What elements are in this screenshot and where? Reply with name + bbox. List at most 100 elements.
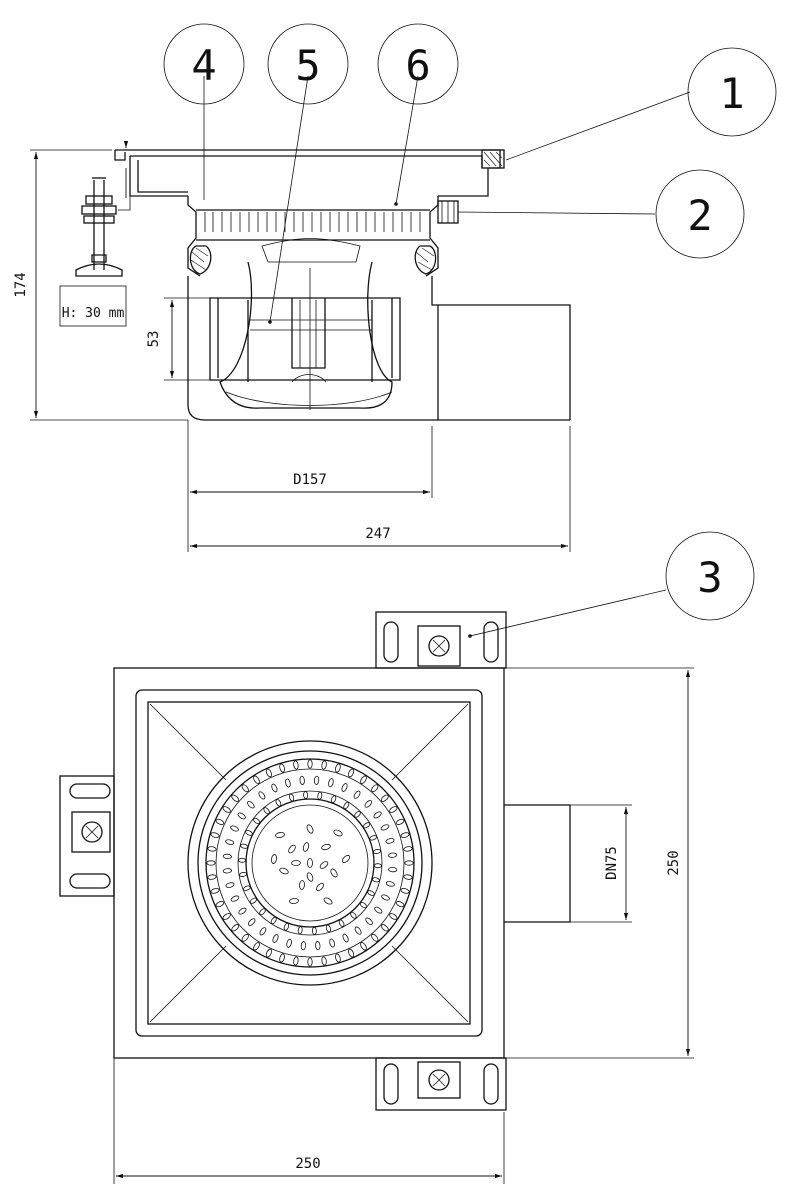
grate-hole xyxy=(259,908,266,916)
grate-hole xyxy=(371,933,379,942)
dim-plan-height: 250 xyxy=(504,667,694,1059)
grate-hole xyxy=(341,783,348,792)
grate-hole xyxy=(400,888,410,894)
callout-5: 5 xyxy=(267,23,349,105)
grate-hole xyxy=(367,890,375,896)
side-section-view: H: 30 mm 174 53 D157 247 xyxy=(13,75,691,552)
grate-hole xyxy=(279,763,285,773)
grate-hole xyxy=(342,933,349,943)
grate-hole xyxy=(389,913,398,920)
grate-hole xyxy=(325,924,331,933)
grate-hole xyxy=(404,860,414,866)
dim-outlet-label: DN75 xyxy=(604,846,620,880)
grate-hole xyxy=(283,922,290,931)
bracket-left xyxy=(59,775,115,897)
grate-hole xyxy=(231,924,240,932)
adjustable-foot: H: 30 mm xyxy=(59,140,131,327)
callout-6: 6 xyxy=(377,23,459,105)
grate-hole xyxy=(348,768,355,778)
grate-hole xyxy=(333,829,343,837)
grate-hole xyxy=(207,846,217,852)
screw-connector xyxy=(437,200,459,224)
grate-hole xyxy=(403,846,413,852)
grate-hole xyxy=(231,794,240,802)
grate-hole xyxy=(364,800,373,808)
callout-3-label: 3 xyxy=(697,553,722,602)
grate-hole xyxy=(253,942,260,951)
grate-hole xyxy=(247,800,255,809)
dim-height-total: 174 xyxy=(13,149,188,421)
dim-plan-width: 250 xyxy=(113,1058,505,1184)
callout-5-label: 5 xyxy=(295,41,320,90)
grate-hole xyxy=(335,953,341,963)
grate-hole xyxy=(360,942,367,951)
grate-hole xyxy=(271,854,277,864)
grate-hole xyxy=(272,934,279,943)
grate-hole xyxy=(316,882,324,892)
grate-hole xyxy=(373,849,381,854)
grate-hole xyxy=(306,824,314,834)
dim-height-inner: 53 xyxy=(146,297,210,381)
grate-hole xyxy=(380,924,389,932)
grate-hole xyxy=(388,866,398,873)
grate-hole xyxy=(249,897,257,904)
grate-hole xyxy=(313,775,320,785)
grate-hole xyxy=(400,832,410,838)
grate-hole xyxy=(388,852,398,858)
grate-hole xyxy=(240,843,249,849)
grate-hole xyxy=(275,799,282,807)
grate-hole xyxy=(215,818,225,825)
grate-holes xyxy=(206,759,414,967)
grate-hole xyxy=(353,790,361,799)
grate-hole xyxy=(230,895,240,902)
grate-hole xyxy=(288,844,296,854)
grate-hole xyxy=(395,901,405,908)
callout-2-label: 2 xyxy=(687,191,712,240)
grate-hole xyxy=(239,872,247,877)
grate-hole xyxy=(210,888,220,894)
bracket-top xyxy=(375,589,667,669)
grate-hole xyxy=(245,830,253,836)
callout-1: 1 xyxy=(687,47,777,137)
grate-hole xyxy=(373,863,382,869)
dim-width-side: 247 xyxy=(190,426,571,552)
grate-hole xyxy=(271,783,278,793)
grate-hole xyxy=(307,858,313,868)
grate-hole xyxy=(306,872,314,882)
grate-hole xyxy=(289,793,295,802)
grate-hole xyxy=(265,948,272,958)
grate-hole xyxy=(380,824,390,831)
foot-height-note: H: 30 mm xyxy=(62,306,125,321)
grate-hole xyxy=(253,775,260,784)
grate-hole xyxy=(225,882,235,888)
grate-hole xyxy=(385,881,395,887)
grate-hole xyxy=(321,843,331,851)
grate-hole xyxy=(241,784,249,793)
grate-hole xyxy=(380,794,389,802)
dim-height-inner-label: 53 xyxy=(146,331,162,348)
grate-hole xyxy=(317,791,323,800)
grate-hole xyxy=(210,832,220,838)
grate-hole xyxy=(289,898,299,904)
grate-hole xyxy=(311,926,317,935)
grate-hole xyxy=(338,919,345,927)
callout-2: 2 xyxy=(655,169,745,259)
grate-hole xyxy=(238,857,247,863)
callout-4: 4 xyxy=(163,23,245,105)
grate-hole xyxy=(374,906,383,914)
grate-hole xyxy=(230,825,239,832)
grate-hole xyxy=(354,810,361,818)
grate-slots xyxy=(204,212,421,232)
dim-plan-width-label: 250 xyxy=(295,1156,320,1172)
grate-hole xyxy=(225,839,235,845)
grate-hole xyxy=(270,916,277,925)
grate-hole xyxy=(319,861,329,869)
grate-hole xyxy=(242,885,251,891)
grate-hole xyxy=(363,822,371,829)
grate-hole xyxy=(299,880,305,890)
grate-hole xyxy=(222,806,231,813)
grate-hole xyxy=(279,867,289,875)
grate-hole xyxy=(403,874,413,880)
seal-ring-left xyxy=(189,245,212,275)
